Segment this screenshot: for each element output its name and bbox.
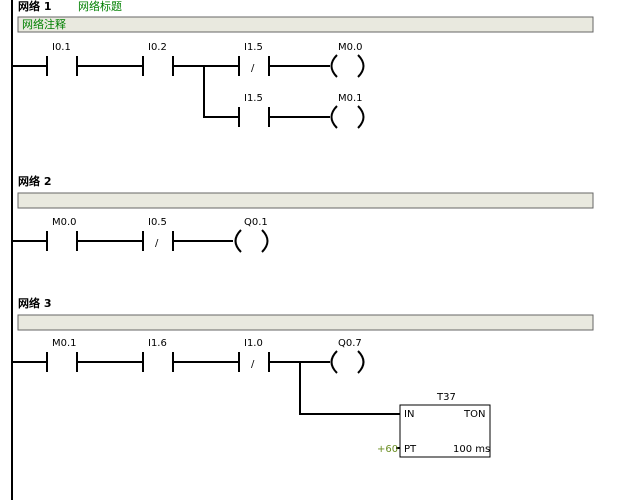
contact-i0-2-label: I0.2 xyxy=(148,42,167,53)
network-1-title: 网络 1 xyxy=(18,0,51,13)
timer-t37[interactable]: T37 IN TON PT 100 ms +60 xyxy=(377,392,491,458)
network-2-title: 网络 2 xyxy=(18,174,51,188)
contact-i1-5-branch-label: I1.5 xyxy=(244,93,263,104)
network-2-comment-box[interactable] xyxy=(17,192,594,209)
contact-m0-0-label: M0.0 xyxy=(52,217,77,228)
network-1-name[interactable]: 网络标题 xyxy=(78,0,122,13)
network-1-rung[interactable]: I0.1 I0.2 I1.5 / M0.0 I1.5 M0.1 xyxy=(12,42,365,129)
timer-pt-label: PT xyxy=(404,444,417,455)
timer-in-label: IN xyxy=(404,409,414,420)
coil-m0-0[interactable] xyxy=(330,54,365,78)
coil-q0-1-label: Q0.1 xyxy=(244,217,268,228)
coil-q0-7-label: Q0.7 xyxy=(338,338,362,349)
coil-m0-0-label: M0.0 xyxy=(338,42,363,53)
network-3-comment-box[interactable] xyxy=(17,314,594,331)
timer-type-label: TON xyxy=(463,409,485,420)
contact-i1-6-label: I1.6 xyxy=(148,338,167,349)
contact-m0-1-label: M0.1 xyxy=(52,338,77,349)
nc-slash-2: / xyxy=(155,238,159,249)
nc-slash-1: / xyxy=(251,63,255,74)
contact-i0-1-label: I0.1 xyxy=(52,42,71,53)
network-3-rung[interactable]: M0.1 I1.6 I1.0 / Q0.7 xyxy=(12,338,400,415)
timer-base-label: 100 ms xyxy=(453,444,490,455)
timer-name: T37 xyxy=(436,392,456,403)
contact-i0-5-label: I0.5 xyxy=(148,217,167,228)
contact-i1-0-label: I1.0 xyxy=(244,338,263,349)
timer-box[interactable] xyxy=(399,404,491,458)
network-1-comment-box[interactable] xyxy=(17,16,594,33)
timer-preset-value[interactable]: +60 xyxy=(377,444,398,455)
nc-slash-3: / xyxy=(251,359,255,370)
network-3-title: 网络 3 xyxy=(18,296,51,310)
coil-m0-1-label: M0.1 xyxy=(338,93,363,104)
contact-i1-5-label: I1.5 xyxy=(244,42,263,53)
coil-q0-7[interactable] xyxy=(330,350,365,374)
network-1-comment: 网络注释 xyxy=(22,17,66,31)
network-2-rung[interactable]: M0.0 I0.5 / Q0.1 xyxy=(12,217,269,253)
coil-q0-1[interactable] xyxy=(234,229,269,253)
coil-m0-1[interactable] xyxy=(330,105,365,129)
